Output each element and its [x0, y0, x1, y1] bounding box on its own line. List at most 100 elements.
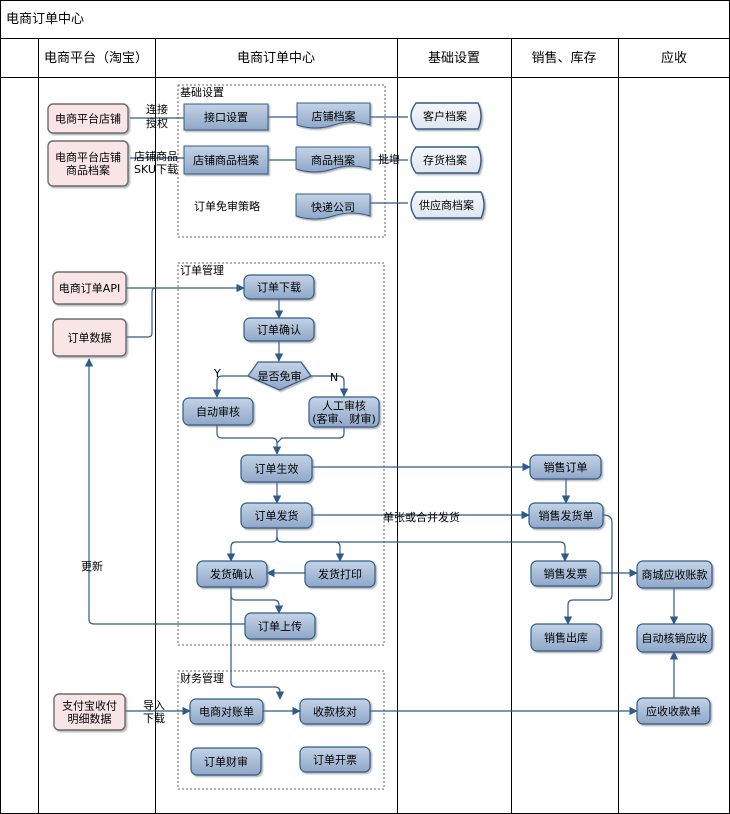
- node-label: 发货确认: [210, 567, 254, 581]
- node-label: 应收收款单: [646, 704, 701, 718]
- connectors: [84, 116, 679, 716]
- node-label: 订单确认: [257, 324, 301, 337]
- node-supplier-file: 供应商档案: [410, 191, 485, 219]
- node-label: 接口设置: [204, 111, 248, 124]
- node-shape: [296, 102, 371, 129]
- node-confirm: 订单确认: [243, 317, 315, 342]
- node-shape: [530, 623, 602, 652]
- node-store-goods: 店铺商品档案: [183, 145, 269, 175]
- edge-label-sku: 店铺商品: [134, 149, 178, 163]
- node-label: 自动核销应收: [642, 631, 708, 645]
- node-label: (客审、财审): [312, 412, 376, 426]
- node-shape: [243, 317, 315, 342]
- node-manual-audit: 人工审核(客审、财审): [308, 396, 380, 428]
- node-interface: 接口设置: [183, 103, 269, 131]
- node-shape: [47, 103, 129, 134]
- node-ship-print: 发货打印: [304, 560, 376, 588]
- node-invoice-order: 订单开票: [299, 746, 371, 773]
- node-ship: 订单发货: [240, 502, 313, 529]
- node-shape: [636, 623, 713, 653]
- node-label: 销售发票: [544, 567, 588, 581]
- node-audit-policy: 订单免审策略: [194, 199, 260, 213]
- group-label-finance: 财务管理: [180, 671, 224, 685]
- node-sales-ship: 销售发货单: [528, 502, 604, 529]
- diagram-title: 电商订单中心: [6, 12, 84, 27]
- node-check: 收款核对: [299, 698, 371, 725]
- edge-label-import: 导入: [143, 699, 165, 712]
- node-label: 销售出库: [544, 631, 588, 645]
- lane-header-basic: 基础设置: [428, 51, 480, 66]
- group-finance: [177, 670, 385, 790]
- group-basic: [177, 84, 386, 238]
- node-label: 发货打印: [318, 567, 362, 581]
- node-order-data: 订单数据: [52, 318, 127, 357]
- node-shape: [182, 397, 254, 426]
- group-order: [177, 262, 385, 646]
- lane-header-platform: 电商平台（淘宝）: [44, 51, 148, 66]
- node-api: 电商订单API: [52, 271, 127, 305]
- node-platform-store: 电商平台店铺: [47, 103, 129, 134]
- node-label: 收款核对: [313, 705, 357, 719]
- node-shape: [240, 454, 313, 483]
- node-label: 人工审核: [322, 399, 366, 413]
- node-receipt: 应收收款单: [636, 697, 711, 725]
- node-label: 支付宝收付: [62, 699, 117, 713]
- edge-label-auth-2: 授权: [146, 116, 168, 130]
- node-shape: [528, 502, 604, 529]
- edge-label-auth: 连接: [146, 103, 168, 116]
- node-label: 订单数据: [68, 331, 112, 345]
- edge-label-import-2: 下载: [143, 712, 165, 725]
- node-shape: [183, 145, 269, 175]
- node-label: 订单免审策略: [194, 199, 260, 213]
- node-shape: [636, 560, 713, 589]
- node-shape: [530, 560, 601, 587]
- node-shape: [304, 560, 376, 588]
- node-goods-file: 商品档案: [295, 146, 371, 173]
- node-label: 订单上传: [258, 620, 302, 633]
- edge-label-sku-2: SKU下载: [134, 163, 178, 176]
- node-customer-file: 客户档案: [410, 102, 482, 130]
- node-label: 商城应收账款: [642, 568, 708, 582]
- edge-label-batch: 批增: [378, 152, 400, 166]
- lane-header-center: 电商订单中心: [237, 51, 315, 66]
- node-shape: [52, 318, 127, 357]
- node-express: 快递公司: [295, 193, 371, 220]
- node-label: 明细数据: [68, 712, 112, 726]
- node-inventory-file: 存货档案: [410, 146, 482, 174]
- node-auto-audit: 自动审核: [182, 397, 254, 426]
- node-decision: 是否免审: [247, 361, 312, 391]
- node-label: 订单发货: [255, 509, 299, 523]
- node-shape: [636, 697, 711, 725]
- node-shape: [410, 102, 482, 130]
- node-label: 快递公司: [311, 200, 355, 214]
- node-sales-out: 销售出库: [530, 623, 602, 652]
- node-label: 商品档案: [311, 153, 355, 167]
- node-shape: [410, 146, 482, 174]
- node-label: 电商对账单: [199, 705, 254, 719]
- node-shape: [410, 191, 485, 219]
- node-shape: [47, 140, 129, 187]
- node-label: 店铺商品档案: [193, 153, 259, 167]
- node-shape: [299, 746, 371, 773]
- lane-header-sales: 销售、库存: [531, 50, 596, 66]
- node-label: 订单财审: [204, 755, 248, 769]
- node-shape: [189, 698, 264, 725]
- node-effective: 订单生效: [240, 454, 313, 483]
- node-label: 存货档案: [423, 153, 467, 167]
- edge-label-no: N: [330, 371, 338, 384]
- lane-header-ar: 应收: [661, 50, 687, 66]
- node-label: 自动审核: [196, 405, 240, 419]
- node-sales-order: 销售订单: [529, 454, 602, 480]
- node-label: 电商订单API: [59, 281, 120, 295]
- node-shape: [183, 103, 269, 131]
- node-shape: [244, 612, 316, 640]
- edge-label-yes: Y: [213, 367, 221, 380]
- node-label: 电商平台店铺: [55, 112, 121, 126]
- node-label: 订单下载: [257, 281, 301, 294]
- node-store-file: 店铺档案: [296, 102, 371, 129]
- node-shape: [529, 454, 602, 480]
- node-label: 订单生效: [255, 462, 299, 476]
